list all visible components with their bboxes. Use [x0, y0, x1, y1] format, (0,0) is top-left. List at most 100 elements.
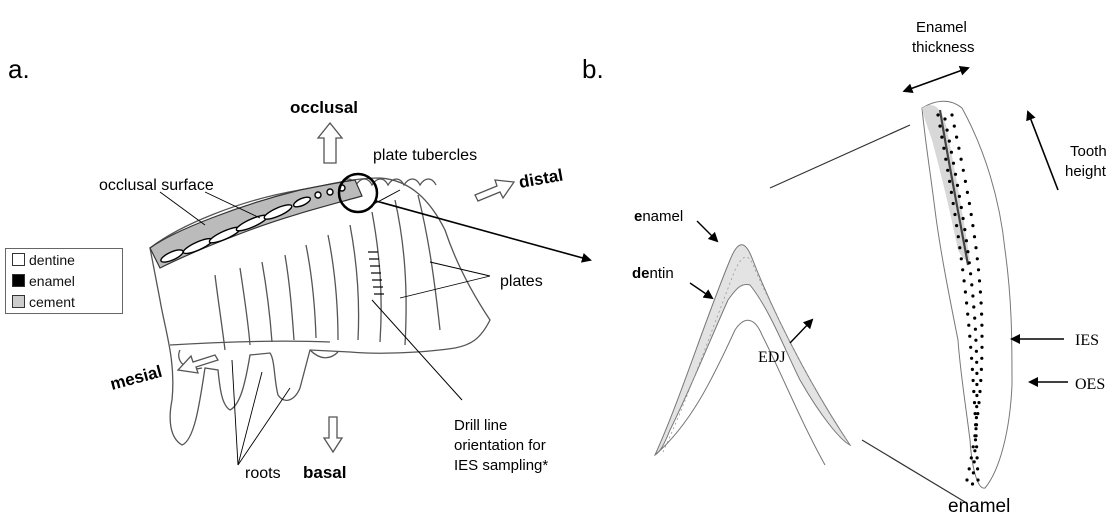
enamel-dot [948, 140, 951, 143]
enamel-dot [976, 478, 979, 481]
enamel-dot [953, 125, 956, 128]
enamel-dot [960, 158, 963, 161]
enamel-dot [980, 324, 983, 327]
enamel-dot [961, 268, 964, 271]
enamel-dot [952, 202, 955, 205]
enamel-dot [968, 202, 971, 205]
enamel-dot [978, 279, 981, 282]
enamel-dot [972, 471, 975, 474]
enamel-dot [975, 394, 978, 397]
enamel-dot [976, 412, 979, 415]
enamel-dot [944, 158, 947, 161]
enamel-dot [976, 467, 979, 470]
enamel-dot [957, 147, 960, 150]
enamel-dot [965, 478, 968, 481]
enamel-dot [954, 173, 957, 176]
enamel-dot [973, 401, 976, 404]
direction-basal: basal [303, 463, 346, 482]
label-enamel-thickness-2: thickness [912, 39, 975, 56]
enamel-dot [953, 213, 956, 216]
arrow-edj [790, 320, 812, 343]
legend-label-dentine: dentine [29, 252, 75, 268]
enamel-dot [978, 390, 981, 393]
enamel-dot [963, 279, 966, 282]
enamel-dot [969, 272, 972, 275]
enamel-dot [952, 162, 955, 165]
enamel-dot [970, 213, 973, 216]
direction-arrows [178, 123, 514, 452]
connector-bottom [862, 440, 965, 502]
enamel-dot [967, 324, 970, 327]
enamel-dot [971, 368, 974, 371]
enamel-dot [966, 313, 969, 316]
enamel-dot [963, 228, 966, 231]
enamel-dot [975, 383, 978, 386]
enamel-dot [974, 339, 977, 342]
panel-b-label: b. [582, 54, 604, 84]
enamel-dot [962, 169, 965, 172]
enamel-dot [973, 449, 976, 452]
enamel-dot [980, 357, 983, 360]
zoom-arrow [376, 201, 590, 260]
enamel-dot [971, 294, 974, 297]
legend-item-enamel: enamel [6, 270, 122, 291]
enamel-dot [975, 372, 978, 375]
enamel-dot [968, 467, 971, 470]
enamel-dot [943, 117, 946, 120]
enamel-dot [973, 317, 976, 320]
label-dentin: dentin [632, 265, 674, 282]
enamel-dot [938, 125, 941, 128]
enamel-dot [974, 328, 977, 331]
enamel-dot [964, 290, 967, 293]
label-plate-tubercles: plate tubercles [373, 147, 477, 164]
label-drill-line-2: orientation for [454, 437, 546, 454]
legend-swatch-dentine [12, 253, 25, 266]
enamel-dot [968, 261, 971, 264]
enamel-dot [968, 335, 971, 338]
direction-occlusal: occlusal [290, 98, 358, 117]
drill-line-marks [368, 252, 384, 294]
enamel-dot [980, 313, 983, 316]
arrow-dentin [690, 283, 712, 298]
label-enamel-bottom: enamel [948, 496, 1010, 517]
enamel-dot [940, 136, 943, 139]
direction-distal: distal [517, 166, 564, 192]
enamel-dot [977, 268, 980, 271]
enamel-dot [965, 239, 968, 242]
enamel-dot [975, 405, 978, 408]
legend-item-cement: cement [6, 291, 122, 312]
enamel-dot [966, 250, 969, 253]
label-roots: roots [245, 465, 281, 482]
label-edj: EDJ [758, 349, 786, 366]
panel-a-label: a. [8, 54, 30, 84]
enamel-dot [973, 235, 976, 238]
label-drill-line-1: Drill line [454, 417, 507, 434]
enamel-dot [980, 335, 983, 338]
enamel-dot [965, 301, 968, 304]
cusp-cross-section [655, 245, 850, 465]
enamel-dot [942, 147, 945, 150]
enamel-dot [972, 305, 975, 308]
enamel-thickness-arrow [910, 68, 968, 89]
enamel-dot [975, 416, 978, 419]
arrow-enamel [697, 221, 717, 241]
enamel-dot [948, 180, 951, 183]
label-tooth-height-1: Tooth [1070, 143, 1107, 160]
enamel-dot [974, 427, 977, 430]
enamel-dot [970, 357, 973, 360]
enamel-dot [980, 346, 983, 349]
enamel-dot [974, 246, 977, 249]
legend-label-cement: cement [29, 294, 75, 310]
enamel-dot [970, 283, 973, 286]
enamel-dot [950, 113, 953, 116]
enamel-dot [975, 423, 978, 426]
enamel-dot [955, 224, 958, 227]
enamel-dot [974, 438, 977, 441]
label-enamel-left: enamel [634, 208, 683, 225]
direction-mesial: mesial [108, 362, 164, 394]
label-plates: plates [500, 273, 543, 290]
label-occlusal-surface: occlusal surface [99, 177, 214, 194]
label-enamel-thickness-1: Enamel [916, 19, 967, 36]
legend-item-dentine: dentine [6, 249, 122, 270]
